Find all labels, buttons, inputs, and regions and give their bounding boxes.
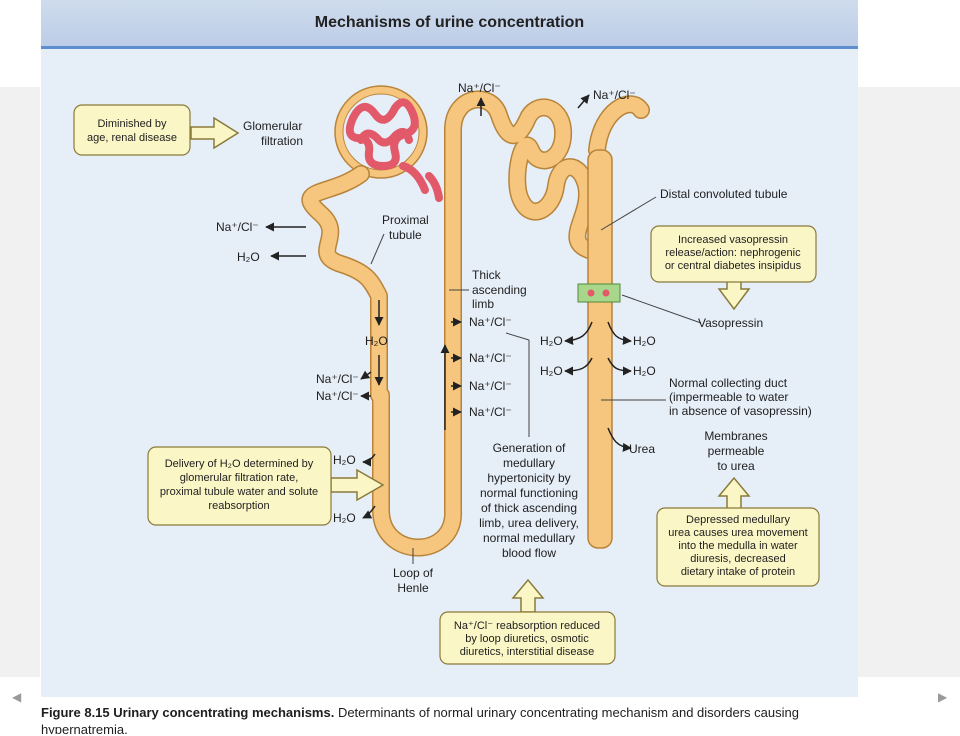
box-depressed-line-3: into the medulla in water — [678, 540, 798, 552]
box-diminished-line-1: Diminished by — [97, 118, 167, 130]
box-nacl-reduced — [439, 611, 616, 665]
box-depressed-line-1: Depressed medullary — [686, 514, 790, 526]
box-nacl-line-1: Na⁺/Cl⁻ reabsorption reduced — [454, 620, 600, 632]
box-vasopressin — [650, 225, 817, 283]
ion-h2o-proximal: H₂O — [237, 250, 260, 264]
figure-panel: Mechanisms of urine concentration — [41, 0, 858, 697]
box-depressed-line-5: dietary intake of protein — [681, 566, 795, 578]
label-generation-8: blood flow — [502, 546, 556, 560]
box-diminished-line-2: age, renal disease — [87, 132, 177, 144]
label-generation-6: limb, urea delivery, — [479, 516, 579, 530]
label-membranes-2: permeable — [708, 444, 765, 458]
collecting-duct — [587, 95, 650, 549]
box-delivery-line-2: glomerular filtration rate, — [180, 472, 299, 484]
ion-nacl-top: Na⁺/Cl⁻ — [458, 81, 501, 95]
label-proximal-1: Proximal — [382, 213, 429, 227]
figure-header: Mechanisms of urine concentration — [41, 0, 858, 49]
label-loop-1: Loop of — [393, 566, 434, 580]
ion-nacl-proximal: Na⁺/Cl⁻ — [216, 220, 259, 234]
caption-text: Determinants of normal urinary concentra… — [41, 705, 799, 734]
box-depressed — [656, 507, 820, 587]
ion-h2o-descending: H₂O — [365, 334, 388, 348]
label-proximal-2: tubule — [389, 228, 422, 242]
leader-lines — [370, 196, 702, 564]
ion-h2o-cd-left-2: H₂O — [540, 364, 563, 378]
label-generation-5: of thick ascending — [481, 501, 577, 515]
label-membranes-1: Membranes — [704, 429, 767, 443]
flow-arrows — [265, 94, 632, 519]
scroll-right-icon[interactable]: ▶ — [938, 690, 948, 704]
ion-h2o-loop-2: H₂O — [333, 511, 356, 525]
label-generation-4: normal functioning — [480, 486, 578, 500]
label-thick-2: ascending — [472, 283, 527, 297]
box-delivery-line-1: Delivery of H₂O determined by — [165, 458, 314, 470]
ion-nacl-desc-1: Na⁺/Cl⁻ — [316, 372, 359, 386]
label-generation-2: medullary — [503, 456, 555, 470]
label-distal: Distal convoluted tubule — [660, 187, 788, 201]
box-vasopressin-line-3: or central diabetes insipidus — [665, 260, 802, 272]
box-vasopressin-line-1: Increased vasopressin — [678, 234, 788, 246]
ion-h2o-cd-right-1: H₂O — [633, 334, 656, 348]
box-vasopressin-line-2: release/action: nephrogenic — [665, 247, 801, 259]
box-depressed-line-2: urea causes urea movement — [668, 527, 807, 539]
label-loop-2: Henle — [397, 581, 429, 595]
ion-nacl-asc-1: Na⁺/Cl⁻ — [469, 315, 512, 329]
box-delivery — [147, 446, 332, 526]
label-glomerular-1: Glomerular — [243, 119, 302, 133]
scroll-left-icon[interactable]: ◀ — [12, 690, 22, 704]
figure-title: Mechanisms of urine concentration — [314, 14, 585, 31]
arrow-to-glomerular — [190, 116, 240, 150]
vasopressin-receptor-marker — [577, 283, 621, 303]
ion-nacl-asc-4: Na⁺/Cl⁻ — [469, 405, 512, 419]
label-collecting-1: Normal collecting duct — [669, 376, 788, 390]
label-glomerular-2: filtration — [261, 134, 303, 148]
nephron-diagram: Diminished by age, renal disease Increas… — [73, 81, 820, 665]
figure-caption: Figure 8.15 Urinary concentrating mechan… — [41, 704, 871, 734]
ion-h2o-cd-right-2: H₂O — [633, 364, 656, 378]
right-gutter — [858, 87, 960, 677]
label-generation-3: hypertonicity by — [487, 471, 570, 485]
glomerulus-capillary-tuft — [345, 98, 443, 202]
box-delivery-line-4: reabsorption — [208, 500, 269, 512]
ion-nacl-distal: Na⁺/Cl⁻ — [593, 88, 636, 102]
box-diminished — [73, 104, 191, 156]
ion-nacl-asc-3: Na⁺/Cl⁻ — [469, 379, 512, 393]
arrow-to-generation — [511, 578, 545, 613]
ion-nacl-asc-2: Na⁺/Cl⁻ — [469, 351, 512, 365]
left-gutter — [0, 87, 40, 677]
label-vasopressin: Vasopressin — [698, 316, 763, 330]
arrow-to-membranes — [717, 476, 751, 511]
label-collecting-3: in absence of vasopressin) — [669, 404, 812, 418]
nephron-tubule — [301, 90, 602, 557]
label-thick-1: Thick — [472, 268, 502, 282]
box-depressed-line-4: diuresis, decreased — [690, 553, 785, 565]
label-generation-1: Generation of — [493, 441, 566, 455]
box-delivery-line-3: proximal tubule water and solute — [160, 486, 318, 498]
label-urea: Urea — [629, 442, 655, 456]
box-nacl-line-3: diuretics, interstitial disease — [460, 646, 595, 658]
label-generation-7: normal medullary — [483, 531, 575, 545]
ion-h2o-cd-left-1: H₂O — [540, 334, 563, 348]
ion-h2o-loop-1: H₂O — [333, 453, 356, 467]
label-membranes-3: to urea — [717, 459, 755, 473]
ion-nacl-desc-2: Na⁺/Cl⁻ — [316, 389, 359, 403]
arrow-to-loop — [330, 468, 385, 502]
box-nacl-line-2: by loop diuretics, osmotic — [465, 633, 589, 645]
label-collecting-2: (impermeable to water — [669, 390, 788, 404]
annotation-boxes — [73, 104, 820, 665]
caption-title: Figure 8.15 Urinary concentrating mechan… — [41, 705, 335, 720]
label-thick-3: limb — [472, 297, 494, 311]
